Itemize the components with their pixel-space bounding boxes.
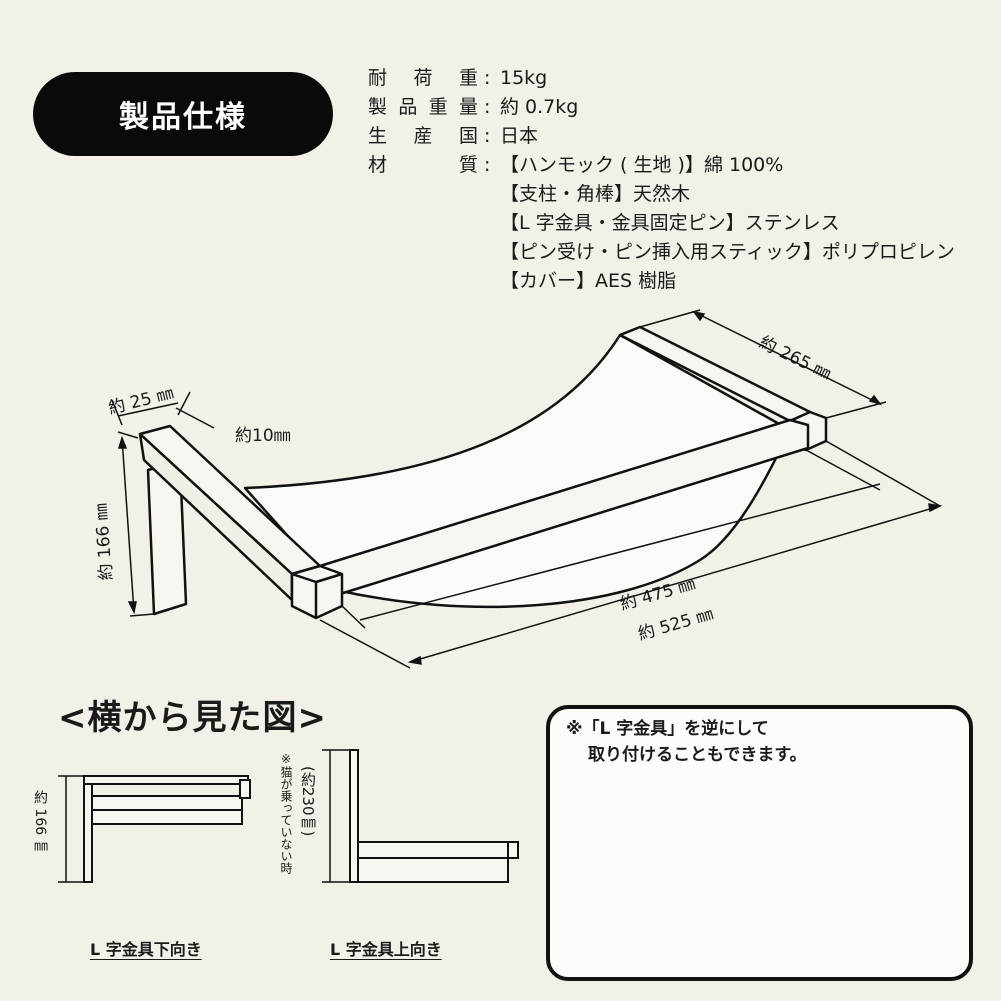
spec-value-load: 15kg: [500, 67, 548, 89]
side-up-post: [349, 749, 359, 883]
material-item: 【支柱・角棒】天然木: [500, 183, 691, 205]
dim-25: 約 25 ㎜: [106, 383, 175, 418]
side-up-bar: [357, 841, 509, 883]
caption-bracket-up: L 字金具上向き: [330, 940, 442, 959]
side-down-cap: [239, 779, 251, 799]
material-item: 【カバー】AES 樹脂: [500, 270, 677, 292]
side-up-note: ※猫が乗っていない時: [279, 752, 293, 874]
spec-row-load: 耐 荷 重 : 15kg: [368, 64, 955, 93]
dim-265: 約 265 ㎜: [756, 333, 834, 385]
spec-value-origin: 日本: [500, 125, 539, 147]
spec-row-weight: 製 品 重 量 : 約 0.7kg: [368, 93, 955, 122]
side-down-top: [83, 775, 249, 785]
side-up-dim: (約230㎜): [299, 766, 317, 837]
side-down-post: [83, 775, 93, 883]
caption-bracket-down: L 字金具下向き: [90, 940, 202, 959]
dim-10: 約10㎜: [235, 426, 291, 446]
spec-value-material: 【ハンモック ( 生地 )】綿 100%: [500, 154, 784, 176]
reverse-note-text: ※「L 字金具」を逆にして 取り付けることもできます。: [566, 719, 807, 765]
dim-525: 約 525 ㎜: [636, 604, 716, 645]
spec-badge: 製品仕様: [33, 72, 333, 156]
spec-list: 耐 荷 重 : 15kg 製 品 重 量 : 約 0.7kg 生 産 国 : 日…: [368, 64, 955, 296]
reverse-note-box: [546, 705, 973, 981]
side-down-dim: 約 166 ㎜: [32, 790, 48, 854]
dim-166: 約 166 ㎜: [92, 503, 117, 581]
side-up-cap: [507, 841, 519, 859]
side-view-title: <横から見た図>: [58, 698, 327, 738]
material-item: 【L 字金具・金具固定ピン】ステンレス: [500, 212, 840, 234]
material-item: 【ピン受け・ピン挿入用スティック】ポリプロピレン: [500, 241, 955, 263]
spec-row-origin: 生 産 国 : 日本: [368, 122, 955, 151]
spec-row-material: 材 質 : 【ハンモック ( 生地 )】綿 100%: [368, 151, 955, 180]
spec-value-weight: 約 0.7kg: [500, 96, 579, 118]
